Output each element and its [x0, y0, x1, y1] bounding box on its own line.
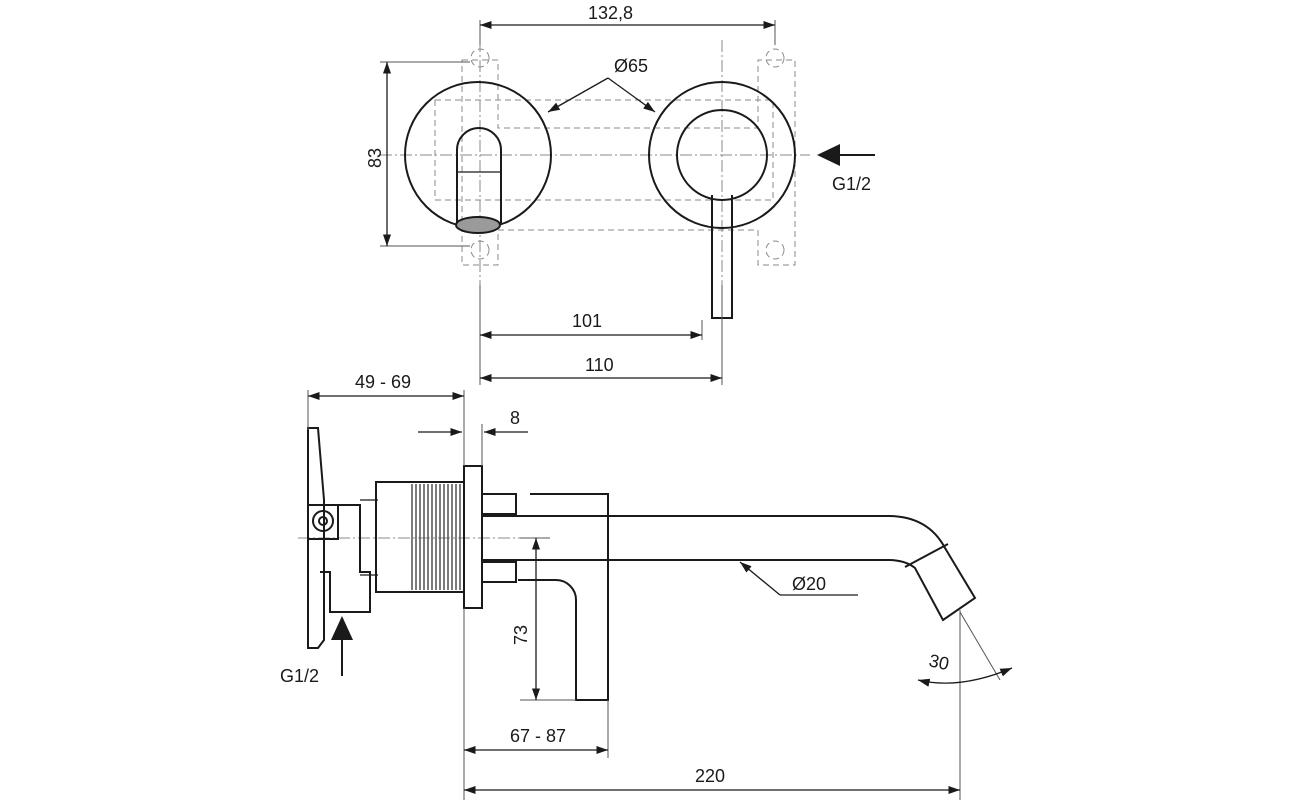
dim-30: 30 [927, 650, 951, 674]
dim-67-87: 67 - 87 [510, 726, 566, 746]
dim-dia65: Ø65 [614, 56, 648, 76]
spout-front [456, 127, 502, 225]
front-view: G1/2 132,8 83 Ø65 101 110 [365, 3, 875, 385]
dim-132-8: 132,8 [588, 3, 633, 23]
dim-73: 73 [511, 625, 531, 645]
cartridge-thread [411, 484, 461, 590]
side-lever [307, 427, 325, 649]
dim-220: 220 [695, 766, 725, 786]
dim-101: 101 [572, 311, 602, 331]
side-view: G1/2 49 - 69 8 Ø20 73 67 - 87 220 30 [280, 372, 1013, 800]
mixer-rosette [648, 81, 796, 229]
dim-49-69: 49 - 69 [355, 372, 411, 392]
inlet-label-side: G1/2 [280, 666, 319, 686]
wall-flange [463, 465, 483, 609]
spout-tube [482, 515, 977, 622]
inlet-label-front: G1/2 [832, 174, 871, 194]
dim-8: 8 [510, 408, 520, 428]
dim-dia20: Ø20 [792, 574, 826, 594]
dim-83: 83 [365, 148, 385, 168]
mixer-body [518, 493, 609, 701]
spout-aerator [455, 216, 501, 234]
dim-110: 110 [585, 355, 614, 375]
